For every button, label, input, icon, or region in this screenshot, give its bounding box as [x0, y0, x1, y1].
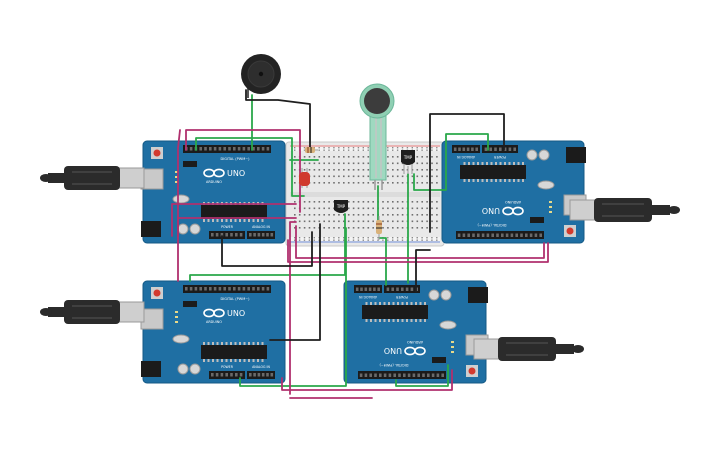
- wire-magenta: [185, 129, 301, 213]
- analog-header: [452, 145, 480, 153]
- arduino-logo: [203, 308, 225, 318]
- arduino-uno-top-left: DIGITAL (PWM~) POWER ANALOG IN UNO ARDUINO: [140, 140, 286, 244]
- piezo-buzzer: [241, 54, 281, 98]
- digital-header-label: DIGITAL (PWM~): [220, 297, 250, 301]
- board-model-label: UNO: [384, 346, 402, 355]
- board-model-label: UNO: [482, 206, 500, 215]
- power-jack: [566, 147, 586, 163]
- board-brand-label: ARDUINO: [505, 200, 521, 204]
- atmega-chip: [362, 302, 428, 322]
- force-sensor: [359, 83, 395, 190]
- temperature-sensor: TMP: [401, 150, 415, 174]
- arduino-uno-top-right: DIGITAL (PWM~) POWER ANALOG IN UNO ARDUINO: [441, 140, 587, 244]
- wire-black: [429, 113, 505, 233]
- arduino-logo: [203, 168, 225, 178]
- power-jack: [468, 287, 488, 303]
- usb-cable-top-left: [40, 166, 145, 190]
- board-model-label: UNO: [227, 309, 245, 318]
- power-label: POWER: [493, 155, 506, 159]
- wire-magenta: [289, 221, 297, 395]
- power-jack: [141, 221, 161, 237]
- analog-label: ANALOG IN: [252, 365, 270, 369]
- digital-header: [358, 371, 446, 379]
- arduino-uno-bottom-right: DIGITAL (PWM~) POWER ANALOG IN UNO ARDUINO: [343, 280, 489, 384]
- temperature-sensor-2: TMP: [334, 200, 348, 213]
- resistor-top: [304, 147, 318, 153]
- wire-black: [245, 89, 311, 151]
- wire-magenta: [171, 203, 297, 237]
- wire-green: [239, 227, 347, 387]
- board-brand-label: ARDUINO: [206, 180, 222, 184]
- power-label: POWER: [221, 365, 234, 369]
- analog-label: ANALOG IN: [359, 295, 377, 299]
- wires: [171, 89, 549, 399]
- usb-cable-bottom-right: [473, 337, 584, 361]
- arduino-logo: [502, 206, 524, 216]
- board-brand-label: ARDUINO: [407, 340, 423, 344]
- wire-magenta: [177, 129, 181, 237]
- wire-green: [395, 364, 449, 387]
- usb-cable-bottom-left: [40, 300, 145, 324]
- wire-magenta: [287, 239, 549, 263]
- atmega-chip: [201, 342, 267, 362]
- wire-black: [415, 249, 431, 293]
- usb-cable-top-right: [569, 198, 680, 222]
- wire-magenta: [177, 217, 297, 282]
- wire-green: [195, 137, 305, 197]
- reset-button: [468, 367, 476, 375]
- arduino-uno-bottom-left: DIGITAL (PWM~) POWER ANALOG IN UNO ARDUINO: [140, 280, 286, 384]
- digital-header-label: DIGITAL (PWM~): [379, 363, 409, 367]
- analog-header: [247, 231, 275, 239]
- analog-header: [247, 371, 275, 379]
- wire-black: [269, 223, 321, 341]
- digital-header-label: DIGITAL (PWM~): [220, 157, 250, 161]
- reset-button: [153, 149, 161, 157]
- reset-button: [566, 227, 574, 235]
- atmega-chip: [201, 202, 267, 222]
- wire-black: [221, 231, 313, 267]
- wire-green: [379, 237, 387, 286]
- red-led: [299, 168, 310, 188]
- atmega-chip: [460, 162, 526, 182]
- digital-header-label: DIGITAL (PWM~): [477, 223, 507, 227]
- wire-magenta: [281, 369, 453, 391]
- arduino-logo: [404, 346, 426, 356]
- board-model-label: UNO: [227, 169, 245, 178]
- analog-label: ANALOG IN: [457, 155, 475, 159]
- power-jack: [141, 361, 161, 377]
- resistor-bottom: [376, 216, 382, 240]
- wire-green: [413, 133, 489, 191]
- reset-button: [153, 289, 161, 297]
- tmp-label-2: TMP: [336, 204, 346, 209]
- board-brand-label: ARDUINO: [206, 320, 222, 324]
- wire-magenta: [295, 225, 545, 259]
- power-label: POWER: [221, 225, 234, 229]
- wire-green: [189, 213, 346, 282]
- analog-header: [354, 285, 382, 293]
- power-label: POWER: [395, 295, 408, 299]
- breadboard: [285, 141, 445, 247]
- digital-header: [456, 231, 544, 239]
- analog-label: ANALOG IN: [252, 225, 270, 229]
- tmp-label: TMP: [403, 155, 413, 160]
- digital-header: [183, 145, 271, 153]
- digital-header: [183, 285, 271, 293]
